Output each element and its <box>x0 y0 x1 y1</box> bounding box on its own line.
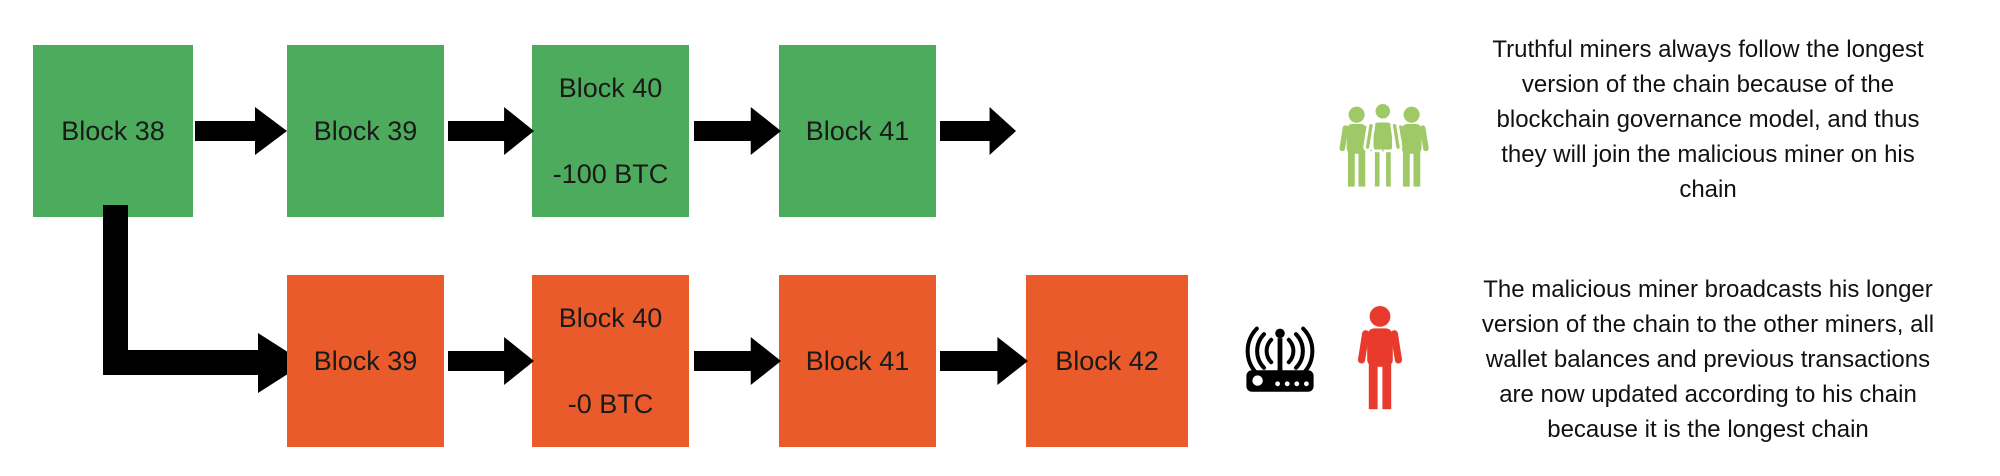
block-label: Block 41 <box>805 115 910 146</box>
arrow-right-icon <box>940 107 1016 155</box>
block-label: Block 39 <box>313 115 418 146</box>
arrow-right-icon <box>195 107 287 155</box>
arrow-right-icon <box>448 107 534 155</box>
block-top-41: Block 41 <box>779 45 936 217</box>
block-top-39: Block 39 <box>287 45 444 217</box>
block-bottom-42: Block 42 <box>1026 275 1188 447</box>
block-label: Block 40 <box>558 72 663 103</box>
block-sublabel: -0 BTC <box>567 388 654 419</box>
block-label: Block 40 <box>558 302 663 333</box>
arrow-right-icon <box>940 337 1028 385</box>
broadcast-router-icon <box>1245 326 1315 392</box>
block-bottom-39: Block 39 <box>287 275 444 447</box>
block-sublabel: -100 BTC <box>552 158 669 189</box>
malicious-miner-note: The malicious miner broadcasts his longe… <box>1481 276 1935 443</box>
miners-group-icon <box>1339 101 1429 190</box>
block-label: Block 38 <box>61 115 165 146</box>
truthful-miners-note: Truthful miners always follow the longes… <box>1492 36 1924 203</box>
block-top-38: Block 38 <box>33 45 193 217</box>
block-label: Block 39 <box>313 345 418 376</box>
block-label: Block 42 <box>1055 345 1159 376</box>
arrow-right-icon <box>694 107 781 155</box>
block-bottom-41: Block 41 <box>779 275 936 447</box>
arrow-right-icon <box>448 337 534 385</box>
block-bottom-40: Block 40 -0 BTC <box>532 275 689 447</box>
fork-elbow-arrow-icon <box>103 205 305 393</box>
block-top-40: Block 40 -100 BTC <box>532 45 689 217</box>
malicious-miner-icon <box>1357 306 1403 410</box>
arrow-right-icon <box>694 337 781 385</box>
block-label: Block 41 <box>805 345 910 376</box>
